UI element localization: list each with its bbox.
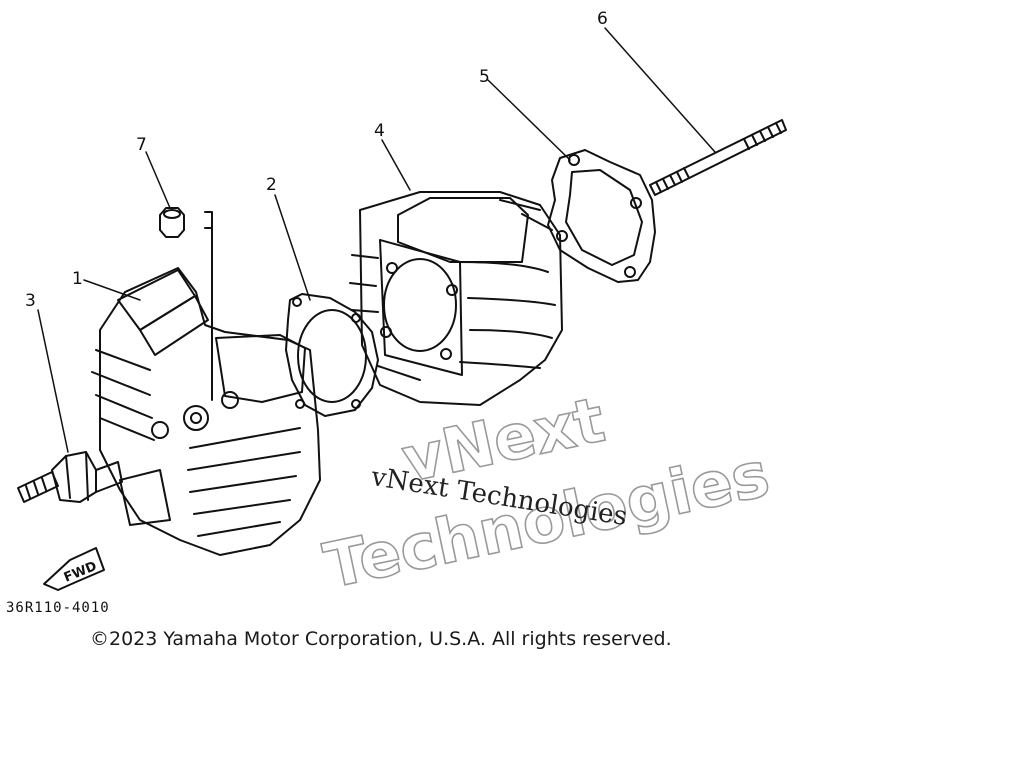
callout-label-2: 2 xyxy=(266,175,277,195)
callout-label-1: 1 xyxy=(72,269,83,289)
fwd-arrow-icon xyxy=(43,547,105,591)
callout-numbers: 1 2 3 4 5 6 7 xyxy=(25,9,608,311)
callout-label-5: 5 xyxy=(479,67,490,87)
cylinder-part xyxy=(349,191,563,406)
copyright-notice: ©2023 Yamaha Motor Corporation, U.S.A. A… xyxy=(90,628,672,650)
callout-leaders xyxy=(37,27,716,453)
callout-label-7: 7 xyxy=(136,135,147,155)
cylinder-head-gasket-part xyxy=(285,293,379,417)
stud-bolt-part xyxy=(649,119,787,196)
callout-label-6: 6 xyxy=(597,9,608,29)
callout-label-4: 4 xyxy=(374,121,385,141)
diagram-code: 36R110-4010 xyxy=(6,600,110,616)
spark-plug-part xyxy=(17,451,123,503)
cylinder-head-part xyxy=(91,211,321,556)
callout-label-3: 3 xyxy=(25,291,36,311)
cylinder-base-gasket-part xyxy=(547,149,656,283)
nut-part xyxy=(159,207,185,238)
